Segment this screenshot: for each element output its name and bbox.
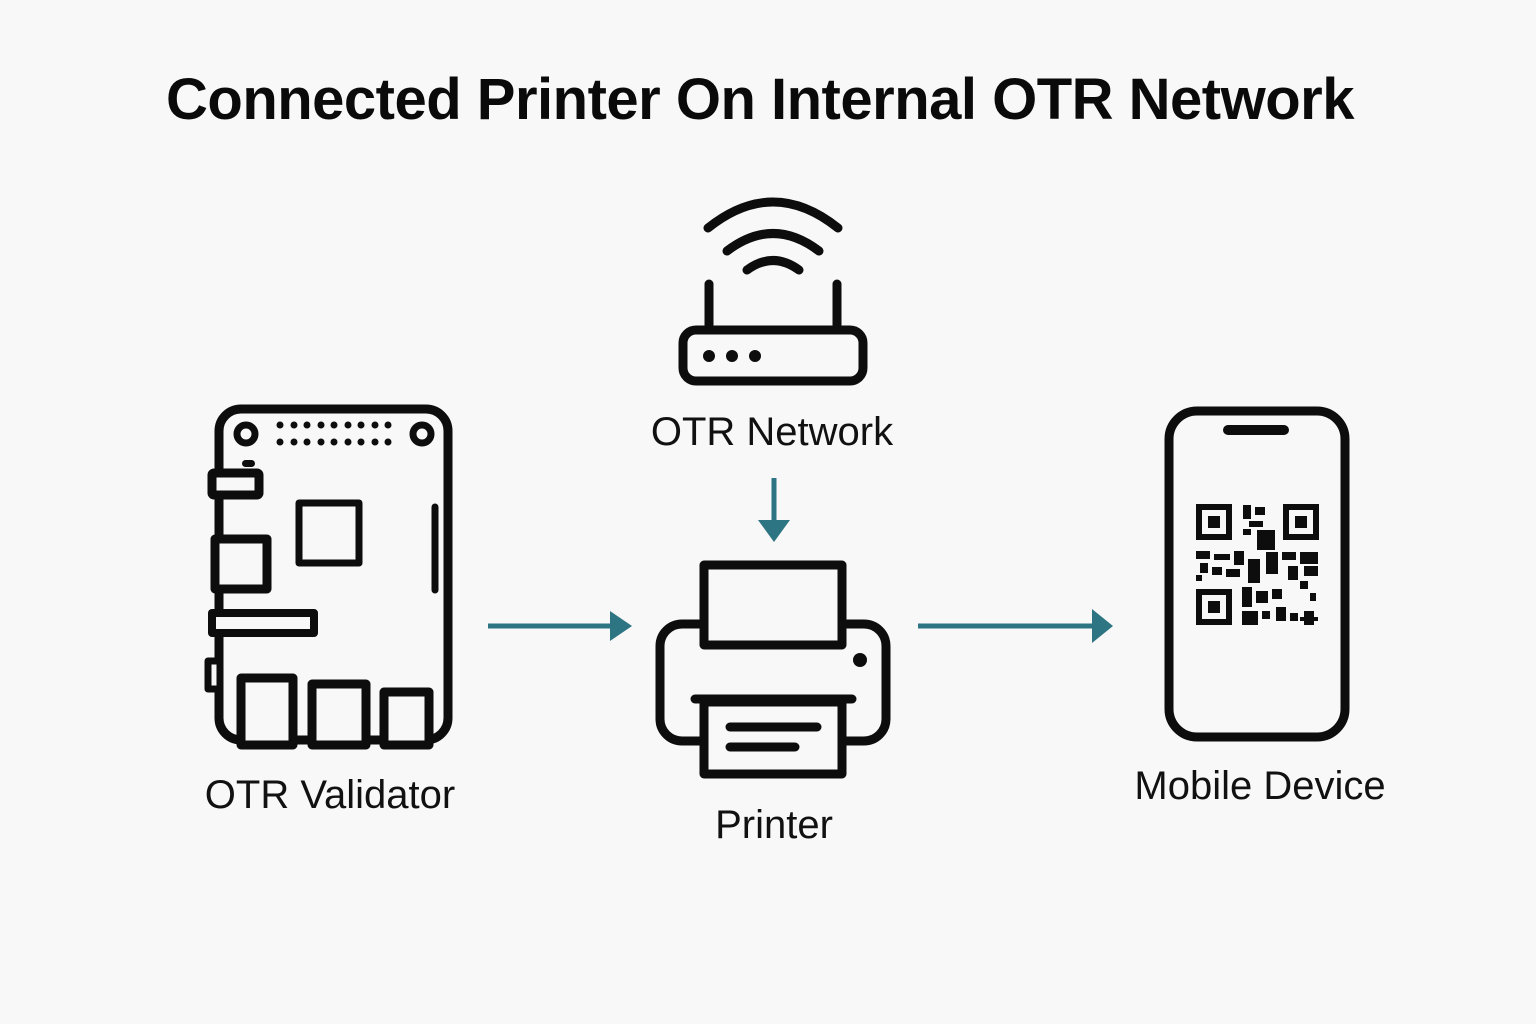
label-otr-validator: OTR Validator xyxy=(204,773,456,817)
arrow-network-to-printer xyxy=(758,478,790,542)
single-board-computer-icon xyxy=(204,404,453,750)
qr-code xyxy=(1196,504,1319,625)
arrow-validator-to-printer xyxy=(488,611,632,641)
gpio-pins xyxy=(276,421,392,446)
label-printer: Printer xyxy=(715,803,833,847)
arrow-printer-to-mobile xyxy=(918,609,1113,643)
label-mobile-device: Mobile Device xyxy=(1134,764,1386,808)
smartphone-qr-code-icon xyxy=(1164,406,1350,742)
label-otr-network: OTR Network xyxy=(650,410,894,454)
diagram-title: Connected Printer On Internal OTR Networ… xyxy=(166,67,1354,132)
wifi-router-icon xyxy=(678,197,868,386)
printer-icon xyxy=(655,560,891,779)
